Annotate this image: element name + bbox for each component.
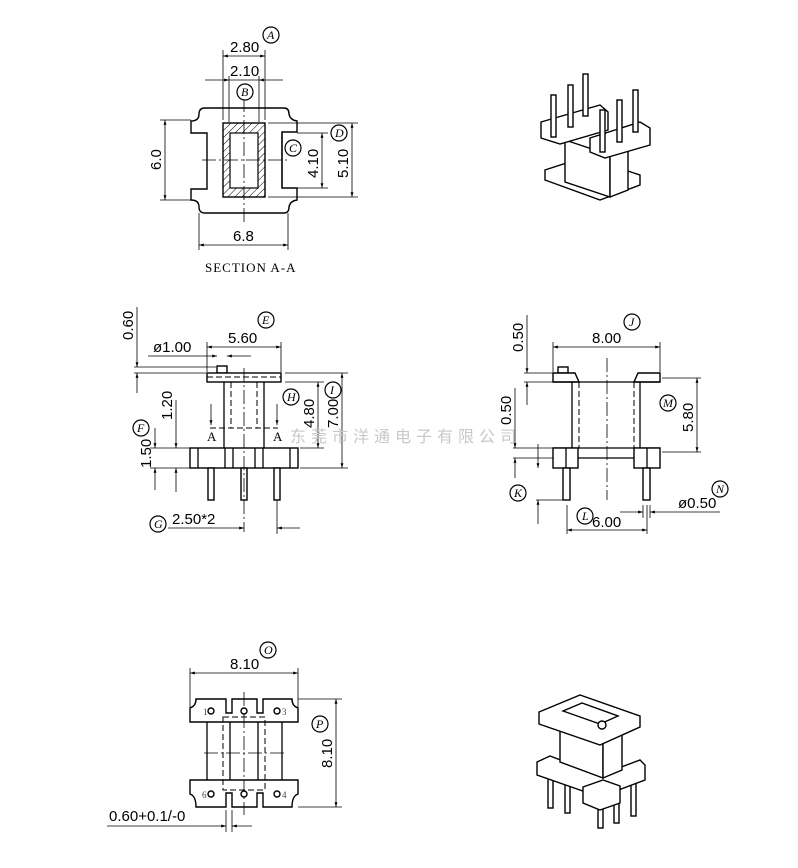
dim-6-00: 6.00 [592,514,621,531]
callout-n: N [715,482,725,496]
dim-pitch: 2.50*2 [172,511,215,528]
dim-0-60: 0.60 [120,311,137,340]
side-view: 8.00 0.50 0.50 5.80 6.00 ø0.50 J K L M N [498,313,729,534]
isometric-view-pins-down [536,694,646,829]
dim-slot-width: 0.60+0.1/-0 [109,808,185,825]
callout-k: K [513,486,523,500]
dim-6-8: 6.8 [233,228,254,245]
dim-5-60: 5.60 [228,330,257,347]
dim-1-20: 1.20 [159,391,176,420]
callout-h: H [286,390,297,404]
watermark: 东莞市洋通电子有限公司 [290,427,521,446]
dim-6-0: 6.0 [148,149,165,170]
dim-pin-dia: ø1.00 [153,339,191,356]
isometric-view-pins-up [540,73,651,201]
callout-c: C [289,141,298,155]
callout-d: D [334,126,344,140]
callout-p: P [315,717,324,731]
dim-2-80: 2.80 [230,39,259,56]
pin-number-6: 6 [202,790,207,800]
bottom-view: 1 3 6 4 8.10 8.10 0.60+0.1/-0 O P [107,641,342,832]
dim-5-10: 5.10 [335,149,352,178]
dim-4-10: 4.10 [305,149,322,178]
dim-0-50-top: 0.50 [510,323,527,352]
callout-l: L [581,509,589,523]
dim-4-80: 4.80 [301,399,318,428]
callout-a: A [266,28,275,42]
dim-pin-dia-0-50: ø0.50 [678,495,716,512]
dim-7-00: 7.00 [325,399,342,428]
dim-1-50: 1.50 [138,439,155,468]
dim-5-80: 5.80 [680,403,697,432]
pin-number-3: 3 [282,707,287,717]
callout-g: G [154,517,163,531]
callout-m: M [662,396,674,410]
callout-j: J [629,315,635,329]
callout-i: I [329,383,335,397]
pin-number-1: 1 [203,707,208,717]
callout-e: E [261,313,270,327]
pin-number-4: 4 [282,790,287,800]
callout-f: F [136,421,145,435]
section-view: 2.80 2.10 6.0 6.8 4.10 5.10 A B C D SECT… [148,26,358,275]
section-title: SECTION A-A [205,260,297,275]
dim-8-10-width: 8.10 [230,656,259,673]
dim-2-10: 2.10 [230,63,259,80]
dim-8-00: 8.00 [592,330,621,347]
callout-o: O [264,643,273,657]
front-view: A A 5.60 ø1.00 0.60 1.20 1.50 4.80 7.00 … [120,307,348,534]
section-mark-left: A [207,429,217,444]
section-mark-right: A [273,429,283,444]
dim-0-50-bar: 0.50 [498,396,515,425]
callout-b: B [241,85,249,99]
dim-8-10-depth: 8.10 [319,739,336,768]
